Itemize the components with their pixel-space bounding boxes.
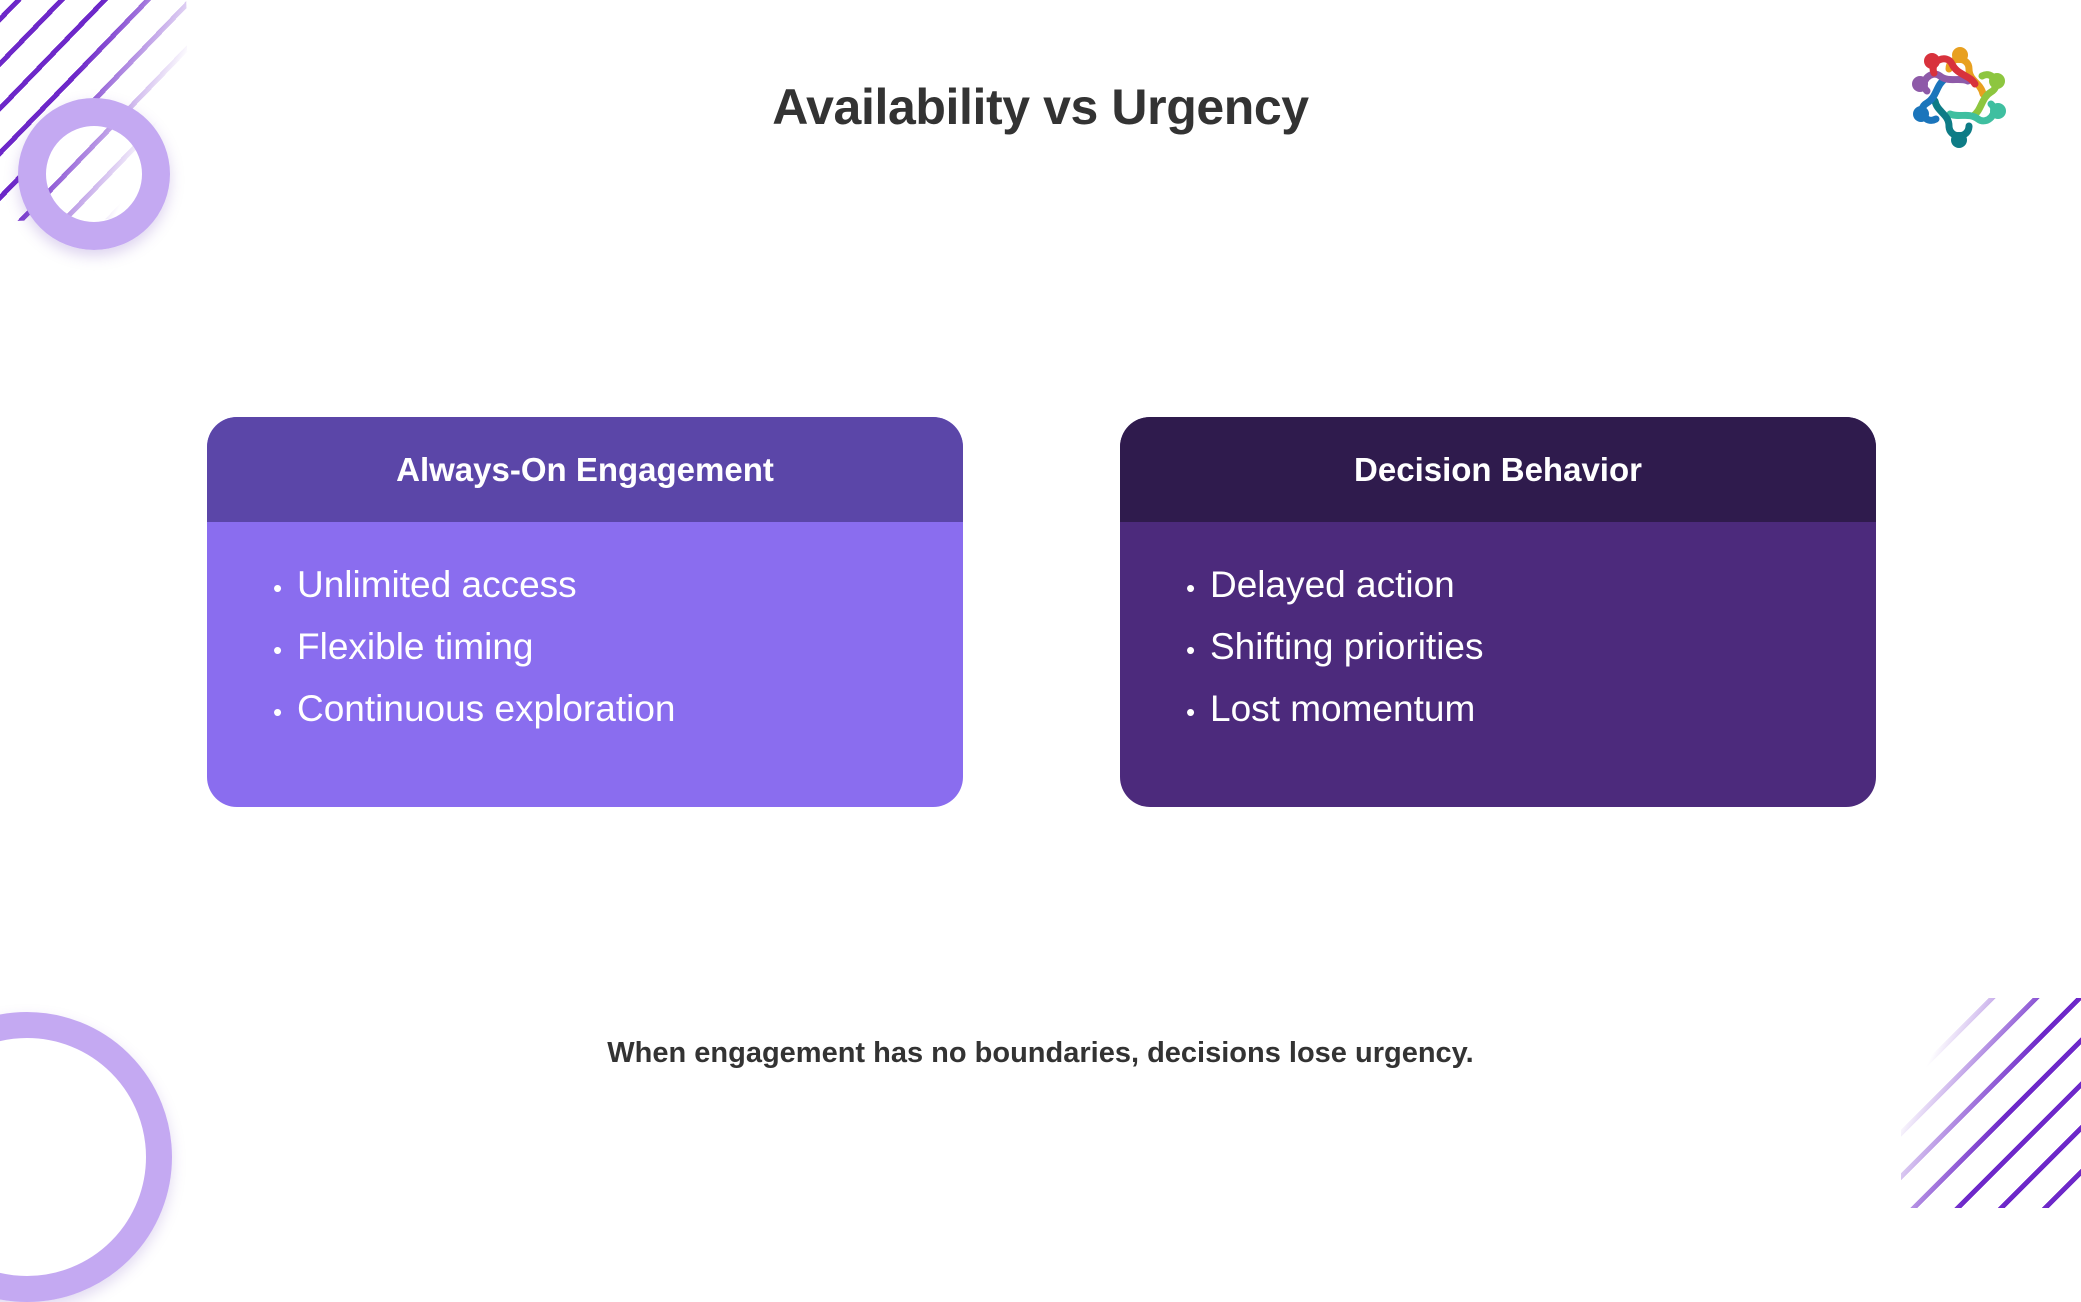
bullet-text: Continuous exploration [297,688,676,729]
bullet-dot-icon: • [1186,635,1196,665]
bullet-text: Delayed action [1210,564,1455,605]
list-item: • Flexible timing [273,620,963,674]
bullet-text: Shifting priorities [1210,626,1484,667]
bullet-text: Lost momentum [1210,688,1476,729]
page-title: Availability vs Urgency [772,79,1309,135]
card-header-always-on-engagement: Always-On Engagement [207,417,963,522]
bullet-dot-icon: • [1186,573,1196,603]
footer-takeaway-text: When engagement has no boundaries, decis… [607,1037,1474,1069]
bullet-dot-icon: • [273,697,283,727]
comparison-cards: Always-On Engagement • Unlimited access … [0,417,2081,807]
card-always-on-engagement: Always-On Engagement • Unlimited access … [207,417,963,807]
list-item: • Delayed action [1186,558,1876,612]
list-item: • Shifting priorities [1186,620,1876,674]
list-item: • Lost momentum [1186,682,1876,736]
bullet-dot-icon: • [273,573,283,603]
bullet-dot-icon: • [1186,697,1196,727]
list-item: • Unlimited access [273,558,963,612]
card-decision-behavior: Decision Behavior • Delayed action • Shi… [1120,417,1876,807]
bullet-text: Flexible timing [297,626,534,667]
list-item: • Continuous exploration [273,682,963,736]
card-header-decision-behavior: Decision Behavior [1120,417,1876,522]
bullet-text: Unlimited access [297,564,577,605]
teamwork-circle-logo-icon [1903,36,2015,148]
card-body-decision-behavior: • Delayed action • Shifting priorities •… [1120,522,1876,807]
bullet-dot-icon: • [273,635,283,665]
card-body-always-on-engagement: • Unlimited access • Flexible timing • C… [207,522,963,807]
bottom-right-stripes-decoration [1901,998,2081,1208]
